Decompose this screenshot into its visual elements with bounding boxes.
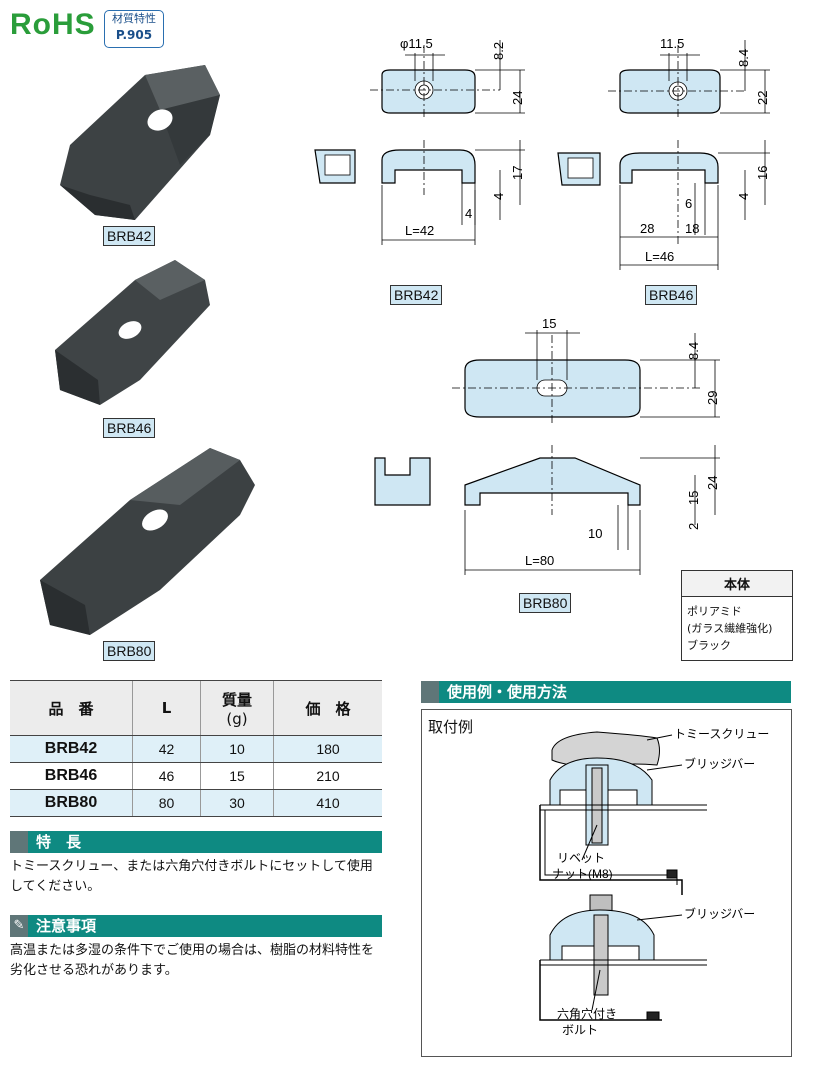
photo-label-brb46: BRB46 xyxy=(103,418,156,438)
dim-brb42-24: 24 xyxy=(510,91,525,105)
label-rivet-nut: ナット(M8) xyxy=(552,867,613,881)
material-table: 本体 ポリアミド (ガラス繊維強化) ブラック xyxy=(681,570,793,661)
brb42-photo xyxy=(60,65,220,220)
mounting-illustration: トミースクリュー ブリッジバー リベット ナット(M8) ブリッジバー 六角穴付… xyxy=(539,727,769,1037)
photo-label-brb80: BRB80 xyxy=(103,641,156,661)
material-link-title: 材質特性 xyxy=(112,12,156,25)
usage-title: 使用例・使用方法 xyxy=(447,683,568,701)
cell-l: 80 xyxy=(132,789,201,817)
dim-brb46-22: 22 xyxy=(755,91,770,105)
label-bridge-bar-1: ブリッジバー xyxy=(684,756,755,771)
material-link-page: P.905 xyxy=(115,28,153,42)
label-rivet: リベット xyxy=(557,851,605,865)
usage-heading: 使用例・使用方法 xyxy=(421,681,791,703)
table-row: BRB80 80 30 410 xyxy=(10,789,382,817)
technical-drawings: φ11.5 8.2 24 17 4 4 L=42 11.5 8.4 22 16 … xyxy=(314,36,770,575)
brb46-photo xyxy=(55,260,210,405)
col-mass: 質量 (g) xyxy=(200,680,274,736)
dim-brb42-dia: φ11.5 xyxy=(400,36,433,51)
features-heading: 特 長 xyxy=(10,831,382,853)
dim-brb46-28: 28 xyxy=(640,221,654,236)
dim-brb80-2: 2 xyxy=(686,523,701,530)
dim-brb80-24: 24 xyxy=(705,476,720,490)
caution-heading: ✎ 注意事項 xyxy=(10,915,382,937)
features-text: トミースクリュー、または六角穴付きボルトにセットして使用してください。 xyxy=(10,859,373,894)
brb80-photo xyxy=(40,448,255,635)
cell-part: BRB42 xyxy=(10,735,133,763)
cell-l: 42 xyxy=(132,735,201,763)
cell-price: 180 xyxy=(273,735,382,763)
material-color: ブラック xyxy=(687,639,731,652)
dim-brb42-17: 17 xyxy=(510,166,525,180)
label-hex-bolt-2: ボルト xyxy=(562,1023,598,1037)
cell-mass: 15 xyxy=(200,762,274,790)
caution-text: 高温または多湿の条件下でご使用の場合は、樹脂の材料特性を劣化させる恐れがあります… xyxy=(10,943,375,978)
dim-brb80-84: 8.4 xyxy=(686,342,701,360)
col-part: 品 番 xyxy=(10,680,133,736)
label-hex-bolt-1: 六角穴付き xyxy=(557,1006,617,1021)
drawing-label-brb42: BRB42 xyxy=(390,285,443,305)
caution-title: 注意事項 xyxy=(36,917,97,935)
dim-brb80-15b: 15 xyxy=(686,491,701,505)
col-price: 価 格 xyxy=(273,680,382,736)
spec-table: 品 番 L 質量 (g) 価 格 BRB42 42 10 180 BRB46 4… xyxy=(10,680,382,817)
photo-label-brb42: BRB42 xyxy=(103,226,156,246)
dim-brb46-16: 16 xyxy=(755,166,770,180)
dim-brb80-length: L=80 xyxy=(525,553,554,568)
features-title: 特 長 xyxy=(36,833,82,851)
drawing-label-brb80: BRB80 xyxy=(519,593,572,613)
dim-brb42-4b: 4 xyxy=(465,206,472,221)
dim-brb46-115: 11.5 xyxy=(660,36,684,51)
dim-brb42-4a: 4 xyxy=(491,193,506,200)
col-mass-unit: (g) xyxy=(226,709,248,728)
material-name: ポリアミド xyxy=(687,605,742,618)
usage-box: 取付例 トミースクリュー ブリッジバー xyxy=(421,709,792,1057)
wrench-icon: ✎ xyxy=(10,915,28,937)
dim-brb46-18: 18 xyxy=(685,221,699,236)
table-row: BRB42 42 10 180 xyxy=(10,735,382,763)
cell-mass: 30 xyxy=(200,789,274,817)
cell-part: BRB46 xyxy=(10,762,133,790)
table-row: BRB46 46 15 210 xyxy=(10,762,382,790)
dim-brb80-10: 10 xyxy=(588,526,602,541)
material-note: (ガラス繊維強化) xyxy=(687,622,773,635)
label-bridge-bar-2: ブリッジバー xyxy=(684,906,755,921)
dim-brb80-15: 15 xyxy=(542,316,556,331)
dim-brb46-6: 6 xyxy=(685,196,692,211)
rohs-logo: RoHS xyxy=(10,8,96,41)
col-mass-label: 質量 xyxy=(221,690,252,709)
cell-l: 46 xyxy=(132,762,201,790)
cell-price: 210 xyxy=(273,762,382,790)
dim-brb80-29: 29 xyxy=(705,391,720,405)
material-table-header: 本体 xyxy=(682,571,792,597)
cell-price: 410 xyxy=(273,789,382,817)
dim-brb42-82: 8.2 xyxy=(491,42,506,60)
dim-brb42-length: L=42 xyxy=(405,223,434,238)
dim-brb46-4: 4 xyxy=(736,193,751,200)
drawing-label-brb46: BRB46 xyxy=(645,285,698,305)
label-tommy-screw: トミースクリュー xyxy=(674,727,769,741)
cell-part: BRB80 xyxy=(10,789,133,817)
dim-brb46-length: L=46 xyxy=(645,249,674,264)
cell-mass: 10 xyxy=(200,735,274,763)
usage-box-title: 取付例 xyxy=(428,718,474,736)
col-l: L xyxy=(132,680,201,736)
material-property-link[interactable]: 材質特性 P.905 xyxy=(104,10,164,48)
dim-brb46-84: 8.4 xyxy=(736,49,751,67)
